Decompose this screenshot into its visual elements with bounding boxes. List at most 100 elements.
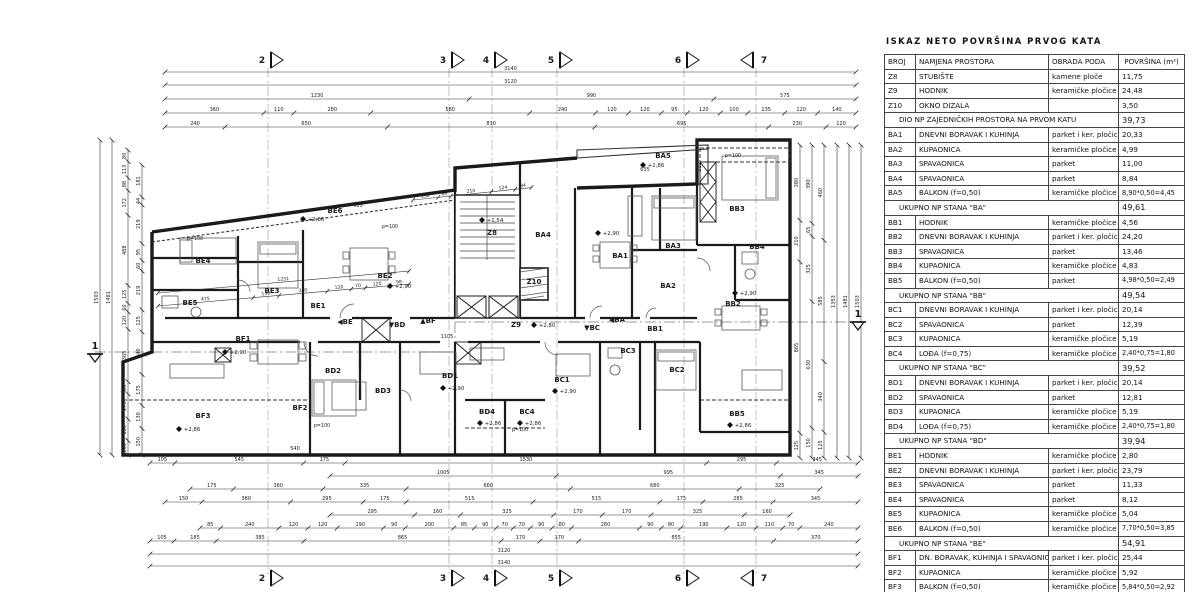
elevation-value: +2,90 — [560, 389, 577, 395]
table-cell: 3,50 — [1118, 97, 1185, 114]
dim-text: 130 — [261, 291, 270, 298]
door-swings — [237, 257, 711, 402]
dim-text: 230 — [792, 121, 802, 127]
table-cell: 5,19 — [1118, 404, 1185, 420]
dim-text: 170 — [516, 535, 526, 541]
dim-text: 650 — [301, 121, 311, 127]
grid-marker: 2 — [259, 51, 284, 69]
grid-marker: 4 — [483, 51, 508, 69]
table-cell: UKUPNO NP STANA "BE" — [884, 535, 1119, 552]
dim-text: 150 — [136, 437, 142, 447]
grid-marker-number: 3 — [440, 574, 446, 584]
dim-text: 124 — [498, 185, 507, 192]
dim-text: 95 — [671, 107, 677, 113]
grid-marker-number: 4 — [483, 574, 489, 584]
table-cell: 5,84*0,50=2,92 — [1118, 579, 1185, 592]
dim-text: 695 — [677, 121, 687, 127]
table-cell: 39,94 — [1118, 433, 1185, 450]
elevation-marker: +1,54 — [479, 217, 504, 224]
table-cell: 5,04 — [1118, 506, 1185, 522]
dim-text: 1530 — [519, 457, 532, 463]
table-cell: Z10 — [884, 97, 916, 114]
dim-text: 85 — [207, 522, 213, 528]
dim-text: 240 — [190, 121, 200, 127]
dim-text: 120 — [699, 107, 709, 113]
dim-text: 865 — [398, 535, 408, 541]
elevation-marker: +2,90 — [552, 388, 577, 395]
plan-svg: 3140312012309905753601102805802401201209… — [87, 51, 866, 587]
table-cell: HODNIK — [915, 448, 1049, 464]
elevation-marker: +2,90 — [732, 290, 757, 297]
table-cell: 49,61 — [1118, 199, 1185, 216]
section-line — [95, 321, 858, 353]
dim-text: 100 — [729, 107, 739, 113]
table-cell: 12,39 — [1118, 316, 1185, 333]
subtotal-row: UKUPNO NP STANA "BD"39,94 — [884, 433, 1185, 450]
dim-text: 295 — [322, 496, 332, 502]
parapet-text: p=100 — [725, 153, 741, 159]
dim-text: 100 — [122, 443, 128, 453]
room-label: BC2 — [669, 366, 684, 374]
dim-text: 140 — [832, 107, 842, 113]
dim-text: 240 — [824, 522, 834, 528]
dim-text: 60 — [122, 304, 128, 310]
room-label: BE2 — [378, 272, 393, 280]
table-cell — [1048, 97, 1119, 114]
table-cell: 5,92 — [1118, 564, 1185, 581]
table-cell: BA5 — [884, 185, 916, 201]
dim-text: 585 — [818, 296, 824, 306]
dim-text: 125 — [794, 441, 800, 451]
parapet-text: p=100 — [512, 427, 528, 433]
dim-text: 125 — [818, 440, 824, 450]
table-cell: parket i ker. pločice — [1048, 550, 1119, 566]
dim-text: 175 — [320, 457, 330, 463]
table-cell: BALKON (f=0,50) — [915, 272, 1049, 289]
furniture — [161, 155, 783, 417]
column-header: POVRŠINA (m²) — [1118, 54, 1185, 70]
room-label: BA2 — [660, 282, 676, 290]
dim-text: 580 — [445, 107, 455, 113]
dim-text: 98 — [396, 279, 402, 285]
dim-text: 70 — [788, 522, 794, 528]
dim-text: 345 — [812, 457, 822, 463]
column-header: BROJ — [884, 54, 916, 70]
grid-marker: 5 — [548, 569, 573, 587]
room-label: BB5 — [729, 410, 745, 418]
apartment-entry-flag: ▲BF — [420, 317, 436, 325]
dim-text: 80 — [559, 522, 565, 528]
grid-marker: 3 — [440, 569, 465, 587]
table-cell: BA1 — [884, 126, 916, 143]
table-cell: 24,48 — [1118, 83, 1185, 99]
dim-text: 219 — [136, 219, 142, 229]
dim-text: 105 — [157, 535, 167, 541]
elevation-value: +2,90 — [448, 386, 465, 392]
room-label: BF3 — [196, 412, 211, 420]
dim-text: 210 — [794, 236, 800, 246]
table-cell: parket i ker. pločice — [1048, 302, 1119, 318]
table-cell: 2,80 — [1118, 448, 1185, 464]
dim-text: 280 — [601, 522, 611, 528]
section-marker-number: 1 — [92, 341, 99, 352]
elevation-marker: +2,86 — [477, 420, 502, 427]
table-cell: parket — [1048, 272, 1119, 289]
elevation-marker: +2,90 — [440, 385, 465, 392]
elevation-marker: +2,90 — [222, 349, 247, 356]
table-cell: KUPAONICA — [915, 258, 1049, 274]
dim-text: 85 — [461, 522, 467, 528]
subtotal-row: UKUPNO NP STANA "BC"39,52 — [884, 360, 1185, 377]
table-cell: 20,14 — [1118, 375, 1185, 391]
dim-text: 240 — [245, 522, 255, 528]
elevation-value: +2,90 — [603, 231, 620, 237]
room-label: BF2 — [293, 404, 308, 412]
grid-marker: 3 — [440, 51, 465, 69]
table-cell: kamene ploče — [1048, 68, 1119, 85]
